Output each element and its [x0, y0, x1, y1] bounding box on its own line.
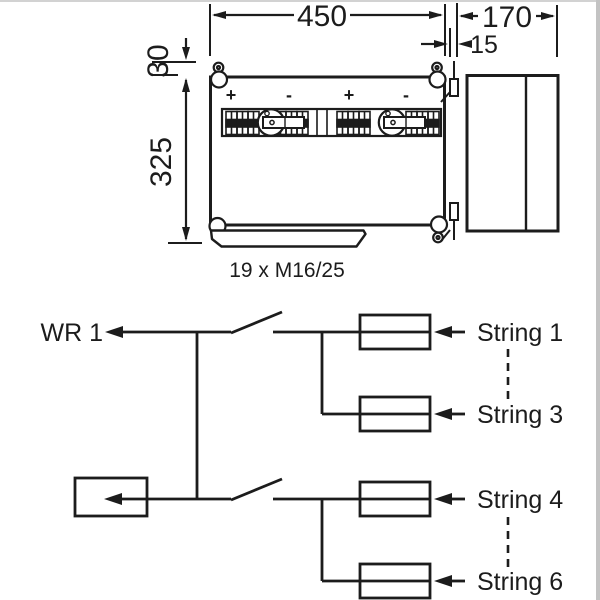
switch-symbol [230, 477, 283, 502]
output-box [73, 476, 149, 518]
arrow-down-icon [182, 227, 190, 241]
arrow-down-icon [182, 47, 190, 60]
string-label: String 3 [477, 401, 563, 429]
arrow-left-icon [105, 326, 123, 338]
arrow-up-icon [182, 78, 190, 92]
dim-depth-label: 170 [482, 1, 532, 34]
dim-hole-offset-label: 30 [142, 44, 175, 77]
mounting-lug-icon [208, 61, 449, 244]
enclosure-front-view [208, 61, 449, 248]
polarity-label: + [226, 85, 237, 105]
dim-height-label: 325 [145, 137, 178, 187]
fuse-symbol [358, 480, 432, 518]
arrow-left-icon [458, 40, 472, 48]
terminal-strip [220, 107, 443, 138]
arrow-left-icon [212, 11, 226, 19]
polarity-label: - [286, 85, 292, 105]
page-edge-top [0, 0, 600, 2]
arrow-left-icon [459, 12, 473, 20]
dimension-width-450 [209, 4, 446, 56]
dimension-depth-170 [456, 3, 558, 57]
string-combiner-schematic [73, 310, 510, 600]
dim-width-label: 450 [297, 0, 347, 33]
polarity-label: + [344, 85, 355, 105]
dim-rear-offset-label: 15 [470, 31, 498, 59]
string-label: String 1 [477, 319, 563, 347]
fuse-symbol [358, 313, 432, 351]
switch-symbol [230, 310, 283, 335]
dimension-hole-offset-30 [152, 38, 196, 76]
arrow-left-icon [434, 326, 452, 338]
fuse-symbol [358, 395, 432, 433]
gland-count-label: 19 x M16/25 [229, 259, 345, 282]
arrow-left-icon [434, 493, 452, 505]
enclosure-side-view [440, 61, 560, 242]
fuse-symbol [358, 562, 432, 600]
string-label: String 4 [477, 486, 563, 514]
arrow-left-icon [104, 493, 122, 505]
arrow-right-icon [541, 12, 555, 20]
spare-divider [316, 109, 328, 136]
dimension-height-325 [168, 78, 202, 244]
dc-switch-icon [256, 108, 305, 137]
polarity-label: - [403, 85, 409, 105]
inverter-output-label: WR 1 [41, 319, 104, 347]
arrow-left-icon [434, 408, 452, 420]
string-label: String 6 [477, 568, 563, 596]
wall-bracket-icon [440, 202, 459, 242]
dimension-rear-offset-15 [421, 28, 472, 57]
cable-gland-plate [209, 229, 367, 248]
page-edge-right [596, 0, 600, 600]
dc-switch-icon [377, 108, 426, 137]
wall-bracket-icon [440, 61, 459, 103]
arrow-right-icon [434, 40, 448, 48]
arrow-right-icon [429, 11, 443, 19]
arrow-left-icon [434, 575, 452, 587]
